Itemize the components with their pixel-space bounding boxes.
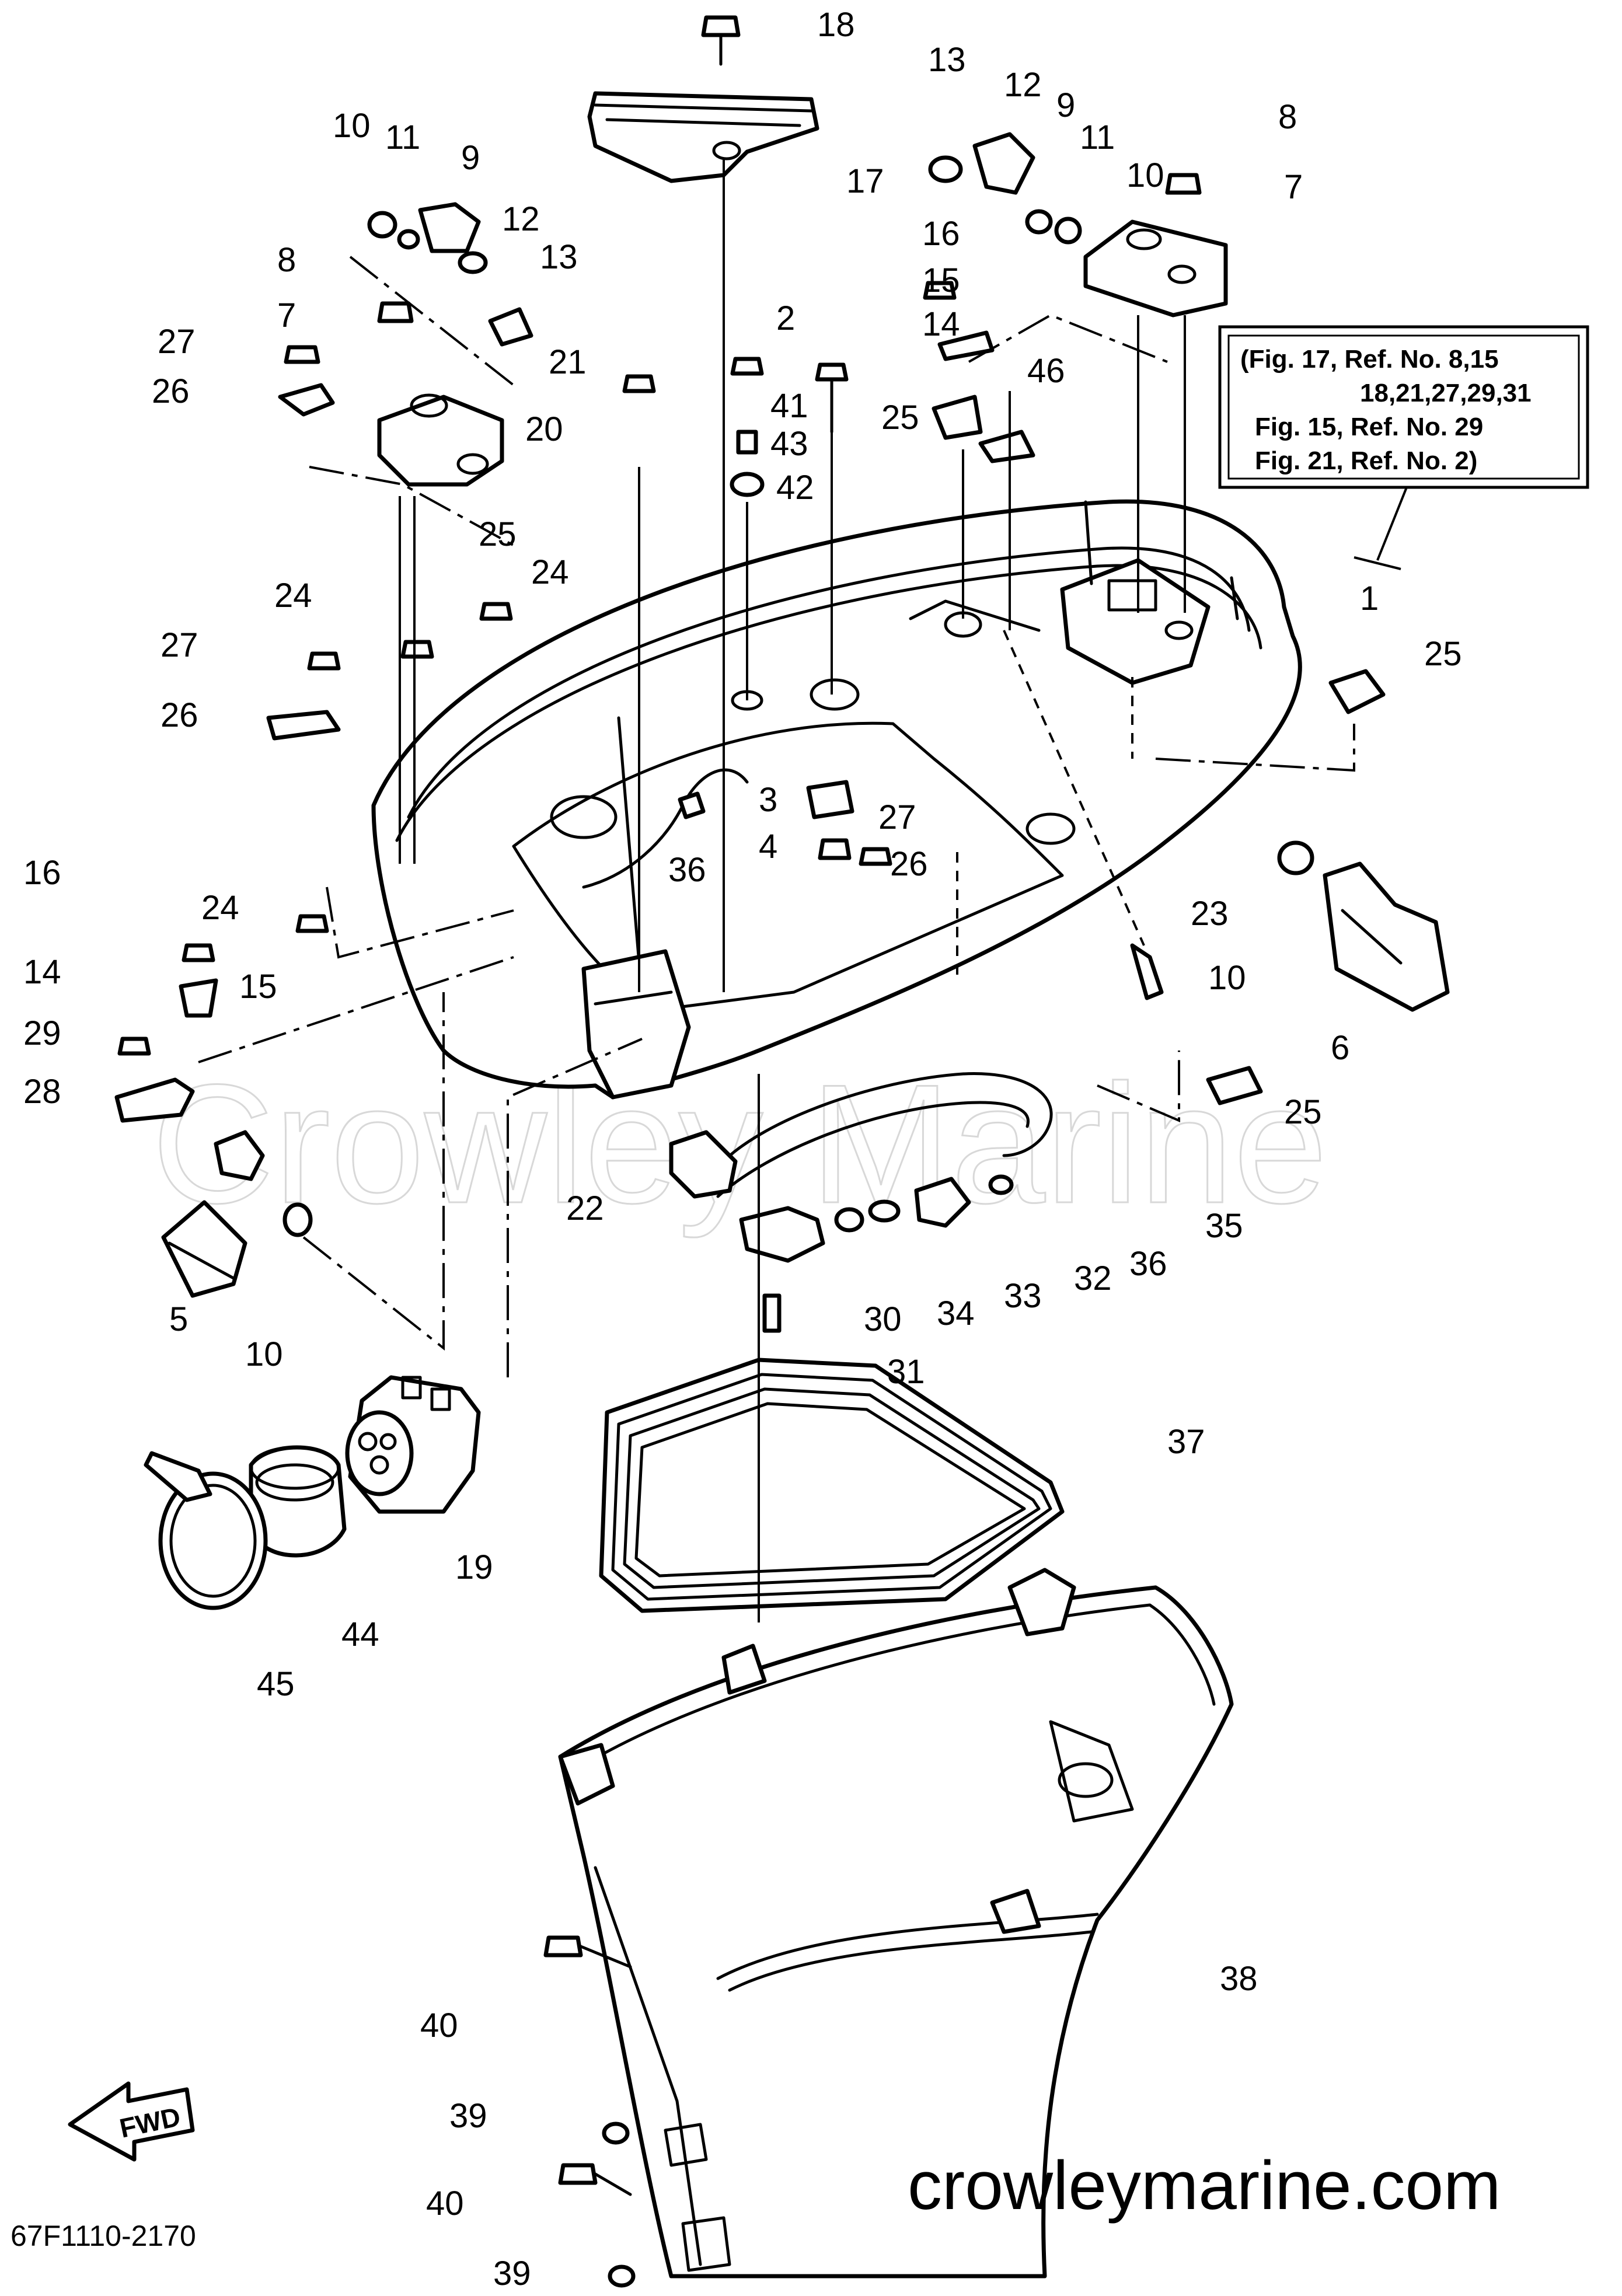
callout-45: 45 [257,1665,295,1703]
callout-31: 31 [887,1353,925,1391]
callout-15: 15 [239,968,277,1006]
callout-24: 24 [274,577,312,615]
callout-3: 3 [759,781,777,819]
lower-cowling-apron [558,1568,1234,2278]
callout-33: 33 [1004,1277,1042,1315]
callout-26: 26 [161,696,198,734]
callout-24: 24 [531,553,569,591]
callout-43: 43 [770,425,808,463]
callout-10: 10 [1208,959,1246,997]
callout-26: 26 [152,372,190,410]
callout-21: 21 [549,343,587,381]
callout-35: 35 [1205,1207,1243,1245]
note-line-4: Fig. 21, Ref. No. 2) [1255,446,1477,475]
flush-hose-fitting [144,1375,481,1610]
note-line-1: (Fig. 17, Ref. No. 8,15 [1240,345,1499,374]
cowling-seal [599,1358,1065,1613]
callout-39: 39 [493,2255,531,2292]
callout-37: 37 [1167,1423,1205,1461]
callout-8: 8 [277,241,296,279]
site-url: crowleymarine.com [908,2147,1501,2224]
callout-46: 46 [1027,352,1065,390]
callout-5: 5 [169,1300,188,1338]
note-line-2: 18,21,27,29,31 [1360,379,1532,407]
callout-8: 8 [1278,98,1297,136]
callout-10: 10 [245,1335,283,1373]
callout-14: 14 [23,953,61,991]
callout-13: 13 [540,238,578,276]
callout-18: 18 [817,6,855,44]
assembly-lines [198,158,1355,1622]
callout-44: 44 [341,1615,379,1653]
part-17-grip [587,91,819,183]
callout-6: 6 [1331,1029,1349,1067]
callout-10: 10 [333,107,371,145]
callout-25: 25 [479,515,517,553]
callout-4: 4 [759,828,777,866]
callout-2: 2 [776,299,795,337]
note-line-3: Fig. 15, Ref. No. 29 [1255,413,1483,441]
fwd-arrow: FWD [68,2081,195,2162]
right-clamp-assembly [928,132,1450,1105]
callout-27: 27 [161,626,198,664]
fastener-bolts [117,15,1202,2288]
callout-27: 27 [158,323,196,361]
callout-12: 12 [1004,66,1042,104]
callout-36: 36 [668,851,706,889]
callout-30: 30 [864,1300,902,1338]
callout-16: 16 [922,215,960,253]
callout-15: 15 [922,261,960,299]
callout-38: 38 [1220,1960,1258,1998]
callout-40: 40 [420,2007,458,2044]
callout-17: 17 [846,162,884,200]
callout-39: 39 [449,2097,487,2135]
water-hose-assembly [669,1072,1053,1333]
callout-11: 11 [385,118,420,156]
callout-20: 20 [525,410,563,448]
callout-23: 23 [1191,895,1229,933]
callout-25: 25 [1284,1093,1322,1131]
callout-40: 40 [426,2185,464,2222]
callout-9: 9 [461,139,480,177]
callout-14: 14 [922,305,960,343]
callout-25: 25 [881,399,919,437]
callout-36: 36 [1129,1245,1167,1283]
callout-11: 11 [1080,118,1115,156]
watermark-text: Crowley Marine [152,1049,1327,1239]
callout-13: 13 [928,41,966,79]
drawing-code: 67F1110-2170 [11,2220,196,2252]
reference-note-box: (Fig. 17, Ref. No. 8,15 18,21,27,29,31 F… [1218,325,1589,570]
callout-16: 16 [23,854,61,892]
callout-9: 9 [1056,86,1075,124]
callout-24: 24 [201,889,239,927]
callout-26: 26 [890,845,928,883]
callout-10: 10 [1126,156,1164,194]
callout-19: 19 [455,1548,493,1586]
callout-7: 7 [1284,168,1303,206]
callout-27: 27 [878,798,916,836]
callout-34: 34 [937,1294,975,1332]
callout-28: 28 [23,1073,61,1111]
callout-42: 42 [776,469,814,507]
callout-12: 12 [502,200,540,238]
callout-25: 25 [1424,635,1462,673]
callout-22: 22 [566,1189,604,1227]
callout-1: 1 [1360,580,1379,617]
callout-41: 41 [770,387,808,425]
left-clamp-assembly [114,202,533,1298]
callout-29: 29 [23,1014,61,1052]
callout-7: 7 [277,296,296,334]
callout-32: 32 [1074,1259,1112,1297]
